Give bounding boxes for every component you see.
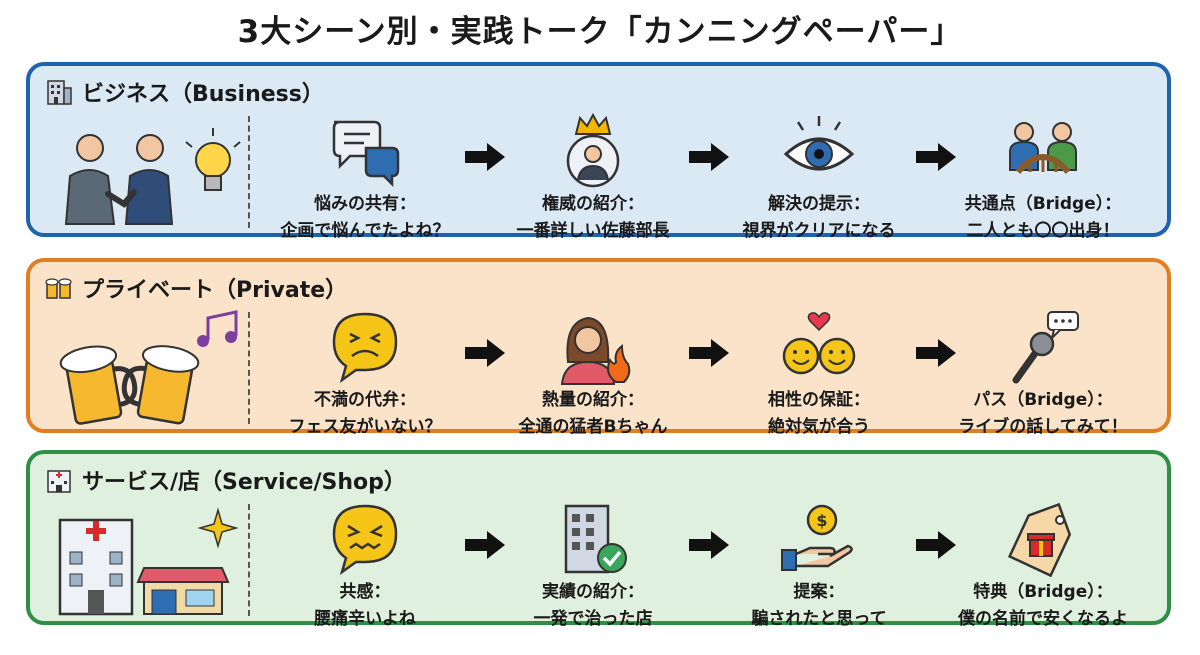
step-label-1: 共感： <box>339 582 391 602</box>
arrow-right-icon <box>465 143 505 171</box>
section-heading: サービス/店（Service/Shop） <box>44 464 406 496</box>
step-label-2: ライブの話してみて！ <box>958 417 1128 437</box>
smiley-pair-heart-icon <box>782 312 856 375</box>
chat-bubbles-icon <box>332 120 400 188</box>
passionate-woman-icon <box>560 316 631 385</box>
step-label-2: 僕の名前で安くなるよ <box>958 609 1128 629</box>
divider <box>248 116 250 228</box>
verified-building-icon <box>564 504 627 574</box>
coin-hand-icon: $ <box>781 504 853 571</box>
pained-face-bubble-icon <box>332 504 398 576</box>
step-label-1: 相性の保証： <box>768 390 870 410</box>
step-label-1: 不満の代弁： <box>314 390 416 410</box>
section-heading-text: サービス/店（Service/Shop） <box>82 470 406 495</box>
arrow-right-icon <box>689 339 729 367</box>
arrow-right-icon <box>916 339 956 367</box>
step-item: 解決の提示： 視界がクリアになる <box>714 112 924 244</box>
step-label-1: 特典（Bridge）： <box>973 582 1113 602</box>
section-heading: プライベート（Private） <box>44 272 347 304</box>
step-item: 相性の保証： 絶対気が合う <box>714 308 924 440</box>
step-label-2: フェス友がいない？ <box>288 417 442 437</box>
step-label-2: 企画で悩んでたよね？ <box>280 221 450 241</box>
step-item: 共感： 腰痛辛いよね <box>260 500 470 632</box>
step-label-2: 腰痛辛いよね <box>314 609 416 629</box>
arrow-right-icon <box>465 339 505 367</box>
step-item: パス（Bridge）： ライブの話してみて！ <box>938 308 1148 440</box>
section-heading-text: ビジネス（Business） <box>82 82 324 107</box>
section-business: ビジネス（Business） 悩みの共有： 企画で悩んでたよね？ 権威の <box>26 62 1171 241</box>
beer-cheers-icon <box>45 278 72 299</box>
step-label-2: 騙されたと思って <box>751 609 887 629</box>
step-label-1: 共通点（Bridge）： <box>964 194 1122 214</box>
arrow-right-icon <box>689 143 729 171</box>
gift-tag-icon <box>1007 502 1072 578</box>
step-label-1: 権威の紹介： <box>542 194 644 214</box>
section-service: サービス/店（Service/Shop） 共感： 腰痛辛いよね <box>26 450 1171 629</box>
step-label-2: 絶対気が合う <box>768 417 870 437</box>
step-label-1: 悩みの共有： <box>314 194 416 214</box>
section-heading-text: プライベート（Private） <box>82 278 348 303</box>
step-item: $ 提案： 騙されたと思って <box>714 500 924 632</box>
beer-toast-music-icon <box>59 310 238 425</box>
hospital-shop-sparkle-icon <box>58 507 239 616</box>
step-label-1: 解決の提示： <box>768 194 870 214</box>
crowned-person-icon <box>566 112 620 188</box>
step-item: 熱量の紹介： 全通の猛者Bちゃん <box>488 308 698 440</box>
step-label-2: 視界がクリアになる <box>742 221 896 241</box>
divider <box>248 504 250 616</box>
step-label-2: 一発で治った店 <box>533 609 653 629</box>
divider <box>248 312 250 424</box>
page-title: 3大シーン別・実践トーク「カンニングペーパー」 <box>237 14 963 50</box>
arrow-right-icon <box>689 531 729 559</box>
step-label-2: 二人とも〇〇出身！ <box>966 221 1120 241</box>
microphone-chat-icon <box>1012 311 1079 384</box>
frustrated-face-bubble-icon <box>332 312 398 384</box>
bridge-people-icon <box>1009 122 1077 174</box>
office-building-icon <box>47 80 72 105</box>
step-label-1: パス（Bridge）： <box>973 390 1113 410</box>
arrow-right-icon <box>916 531 956 559</box>
step-label-1: 実績の紹介： <box>542 582 644 602</box>
step-item: 悩みの共有： 企画で悩んでたよね？ <box>260 112 470 244</box>
section-heading: ビジネス（Business） <box>44 76 324 108</box>
step-label-2: 全通の猛者Bちゃん <box>518 417 668 437</box>
step-label-2: 一番詳しい佐藤部長 <box>516 221 670 241</box>
step-item: 権威の紹介： 一番詳しい佐藤部長 <box>488 112 698 244</box>
hospital-icon <box>47 470 71 493</box>
svg-text:$: $ <box>816 511 827 530</box>
step-label-1: 熱量の紹介： <box>542 390 644 410</box>
handshake-lightbulb-icon <box>64 128 241 225</box>
step-label-1: 提案： <box>793 582 845 602</box>
step-item: 特典（Bridge）： 僕の名前で安くなるよ <box>938 500 1148 632</box>
eye-icon <box>783 116 855 171</box>
step-item: 不満の代弁： フェス友がいない？ <box>260 308 470 440</box>
step-item: 共通点（Bridge）： 二人とも〇〇出身！ <box>938 112 1148 244</box>
section-private: プライベート（Private） 不満の代弁： フェス友がいない？ <box>26 258 1171 437</box>
arrow-right-icon <box>916 143 956 171</box>
arrow-right-icon <box>465 531 505 559</box>
step-item: 実績の紹介： 一発で治った店 <box>488 500 698 632</box>
